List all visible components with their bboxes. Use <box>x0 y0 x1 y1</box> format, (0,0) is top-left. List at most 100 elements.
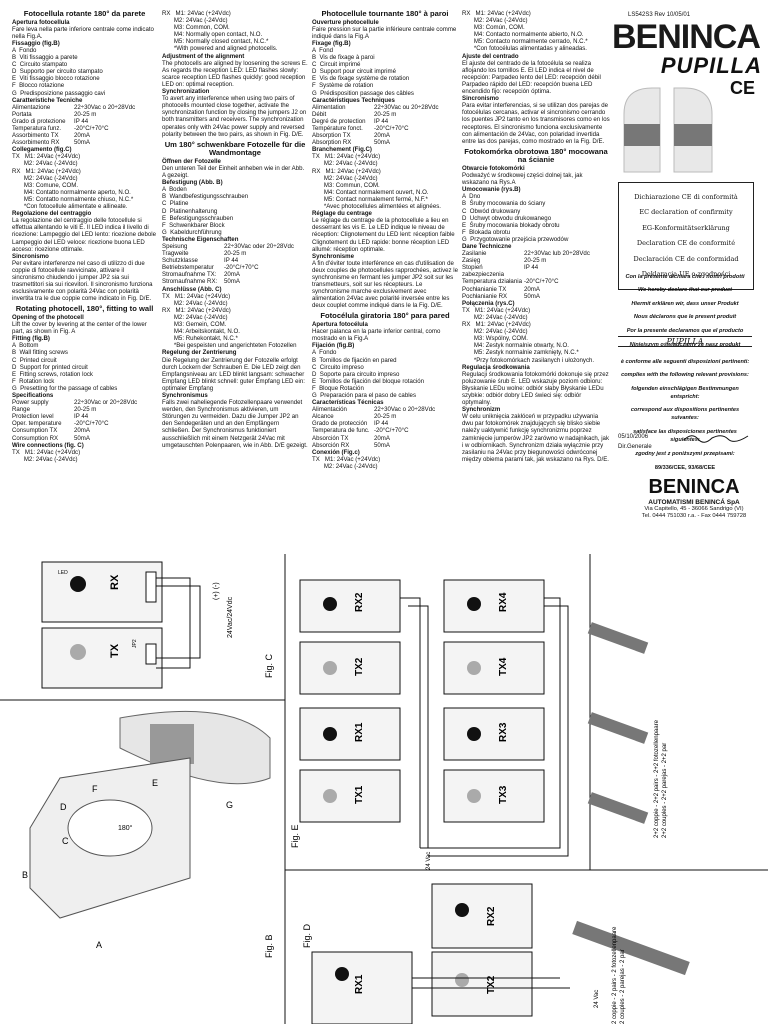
wiring-line: M5: Zestyk normalnie zamknięty, N.C.* <box>462 349 579 357</box>
fitting-item: A Fondo <box>312 349 337 357</box>
company-logo: BENINCA <box>648 476 740 498</box>
wiring-line: *Avec photocellules alimentées et aligné… <box>312 203 441 211</box>
fitting-item: D Uchwyt obwodu drukowanego <box>462 214 552 222</box>
rx-board <box>41 561 163 623</box>
wiring-line: M2: 24Vac (-24Vdc) <box>462 313 528 321</box>
declaration-body: è conforme alle seguenti disposizioni pe… <box>618 352 752 472</box>
it-wiring-title: Collegamento (fig.C) <box>12 146 72 154</box>
wiring-line: M4: Zestyk normalnie otwarty, N.O. <box>462 342 569 350</box>
fitting-item: E Fitting screws, rotation lock <box>12 370 93 378</box>
spec-value: IP 44 <box>374 117 389 125</box>
it-fitting-title: Fissaggio (fig.B) <box>12 39 60 47</box>
fitting-item: G Kabeldurchführung <box>162 228 222 236</box>
pl-title: Fotokomórka obrotowa 180° mocowana na śc… <box>464 146 608 165</box>
rotation-block <box>67 799 153 857</box>
beam-pair-bottom <box>587 792 649 824</box>
spec-row: Portata 20-25 m <box>12 111 157 118</box>
pl-sync-title: Synchronizm <box>462 406 501 414</box>
rx2-label: RX2 <box>354 592 365 612</box>
it-sync-title: Sincronismo <box>12 252 49 260</box>
fr-sync-title: Synchronisme <box>312 252 354 260</box>
pl-opening-text: Podważyć w środkowej części dolnej tak, … <box>462 172 583 187</box>
signer-label: Dir.Generale <box>618 444 652 450</box>
spec-value: 22÷30Vac oder 20÷28Vdc <box>224 243 294 250</box>
spec-value: -20°C/+70°C <box>374 125 409 132</box>
fr-adj-title: Réglage du centrage <box>312 210 372 218</box>
spec-value: 22÷30Vac or 20÷28Vdc <box>74 399 138 407</box>
es-spec-title: Características Técnicas <box>312 399 384 407</box>
spec-value: 50mA <box>74 139 90 147</box>
wiring-line: *Con fotocélulas alimentadas y alineadas… <box>462 45 587 53</box>
declaration-title: Declaración CE de conformidad <box>633 254 739 263</box>
wiring-line: TX M1: 24Vac (+24Vdc) <box>12 153 81 161</box>
fitting-item: B Vis de fixage à paroi <box>312 54 375 62</box>
fitting-item: C Printed circuit <box>12 356 57 364</box>
letter-f: F <box>92 784 98 794</box>
wiring-line: M4: Contatto normalmente aperto, N.O. <box>12 188 131 196</box>
wiring-line: M5: Ruhekontakt, N.C.* <box>162 335 238 343</box>
d-rx2-board <box>431 883 533 949</box>
es-title: Fotocélula giratoria 180° para pared <box>320 311 450 321</box>
fitting-item: D Platinenhalterung <box>162 207 218 215</box>
es-sync-text: Para evitar interferencias, si se utiliz… <box>462 102 610 145</box>
spec-key: Range <box>12 406 30 414</box>
wiring-line: RX M1: 24Vac (+24Vdc) <box>162 306 231 314</box>
column-english-german: RX M1: 24Vac (+24Vdc) M2: 24Vac (-24Vdc)… <box>162 10 308 449</box>
fr-opening-title: Ouverture photocellule <box>312 18 379 26</box>
angle-label: 180° <box>118 824 133 832</box>
fig-b-label: Fig. B <box>264 934 274 958</box>
spec-value: 20-25 m <box>74 110 97 118</box>
tx1-board <box>299 769 401 823</box>
spec-value: 22÷30Vac lub 20÷28Vdc <box>524 250 590 258</box>
wiring-line: RX M1: 24Vac (+24Vdc) <box>462 10 531 17</box>
jp2-label: JP2 <box>132 639 138 648</box>
spec-value: IP 44 <box>374 420 389 428</box>
rx-lens <box>70 576 86 592</box>
rx-terminal <box>145 571 157 603</box>
wiring-line: M4: Contacto normalmente abierto, N.O. <box>462 31 584 39</box>
fitting-item: E Śruby mocowania blokady obrotu <box>462 221 560 229</box>
spec-key: Schutzklasse <box>162 257 198 265</box>
signature-image <box>683 435 749 443</box>
spec-key: Alimentation <box>312 103 346 111</box>
spec-value: IP 44 <box>524 264 539 272</box>
wiring-line: M2: 24Vac (-24Vdc) <box>462 17 528 25</box>
wiring-line: M2: 24Vac (-24Vdc) <box>312 160 378 168</box>
company-name: AUTOMATISMI BENINCÁ SpA <box>648 499 740 506</box>
product-name: PUPILLA <box>660 53 762 78</box>
declaration-intro: Con la presente dichiara che i nostri pr… <box>618 267 752 354</box>
fitting-item: A Bottom <box>12 342 39 350</box>
letter-g: G <box>226 800 233 810</box>
letter-a: A <box>96 940 102 950</box>
es-wiring-title: Conexión (Fig.c) <box>312 448 360 456</box>
spec-value: -20°C/+70°C <box>74 420 109 428</box>
fitting-item: F Bloque Rotación <box>312 384 364 392</box>
spec-key: Speisung <box>162 243 188 250</box>
spec-key: Portata <box>12 110 32 118</box>
fitting-item: D Support pour circuit imprimé <box>312 68 396 76</box>
declaration-product: PUPILLA <box>618 336 752 347</box>
de-adj-text: Die Regelung der Zentrierung der Fotozel… <box>162 356 305 392</box>
spec-value: 50mA <box>374 139 390 147</box>
d-tx2-board <box>431 951 533 1017</box>
document-reference: LS542S3 Rev 10/05/01 <box>628 12 691 18</box>
d-rx2-label: RX2 <box>486 906 497 926</box>
rx2-board <box>299 579 401 633</box>
en-opening-text: Lift the cover by levering at the center… <box>12 321 147 336</box>
es-wiring-list: TX M1: 24Vac (+24Vdc) M2: 24Vac (-24Vdc) <box>312 456 458 470</box>
spec-value: 20-25 m <box>224 250 247 258</box>
fitting-item: B Śruby mocowania do ściany <box>462 200 546 208</box>
spec-key: Alimentazione <box>12 103 51 111</box>
en-adj-text: The photocells are aligned by loosening … <box>162 59 308 88</box>
